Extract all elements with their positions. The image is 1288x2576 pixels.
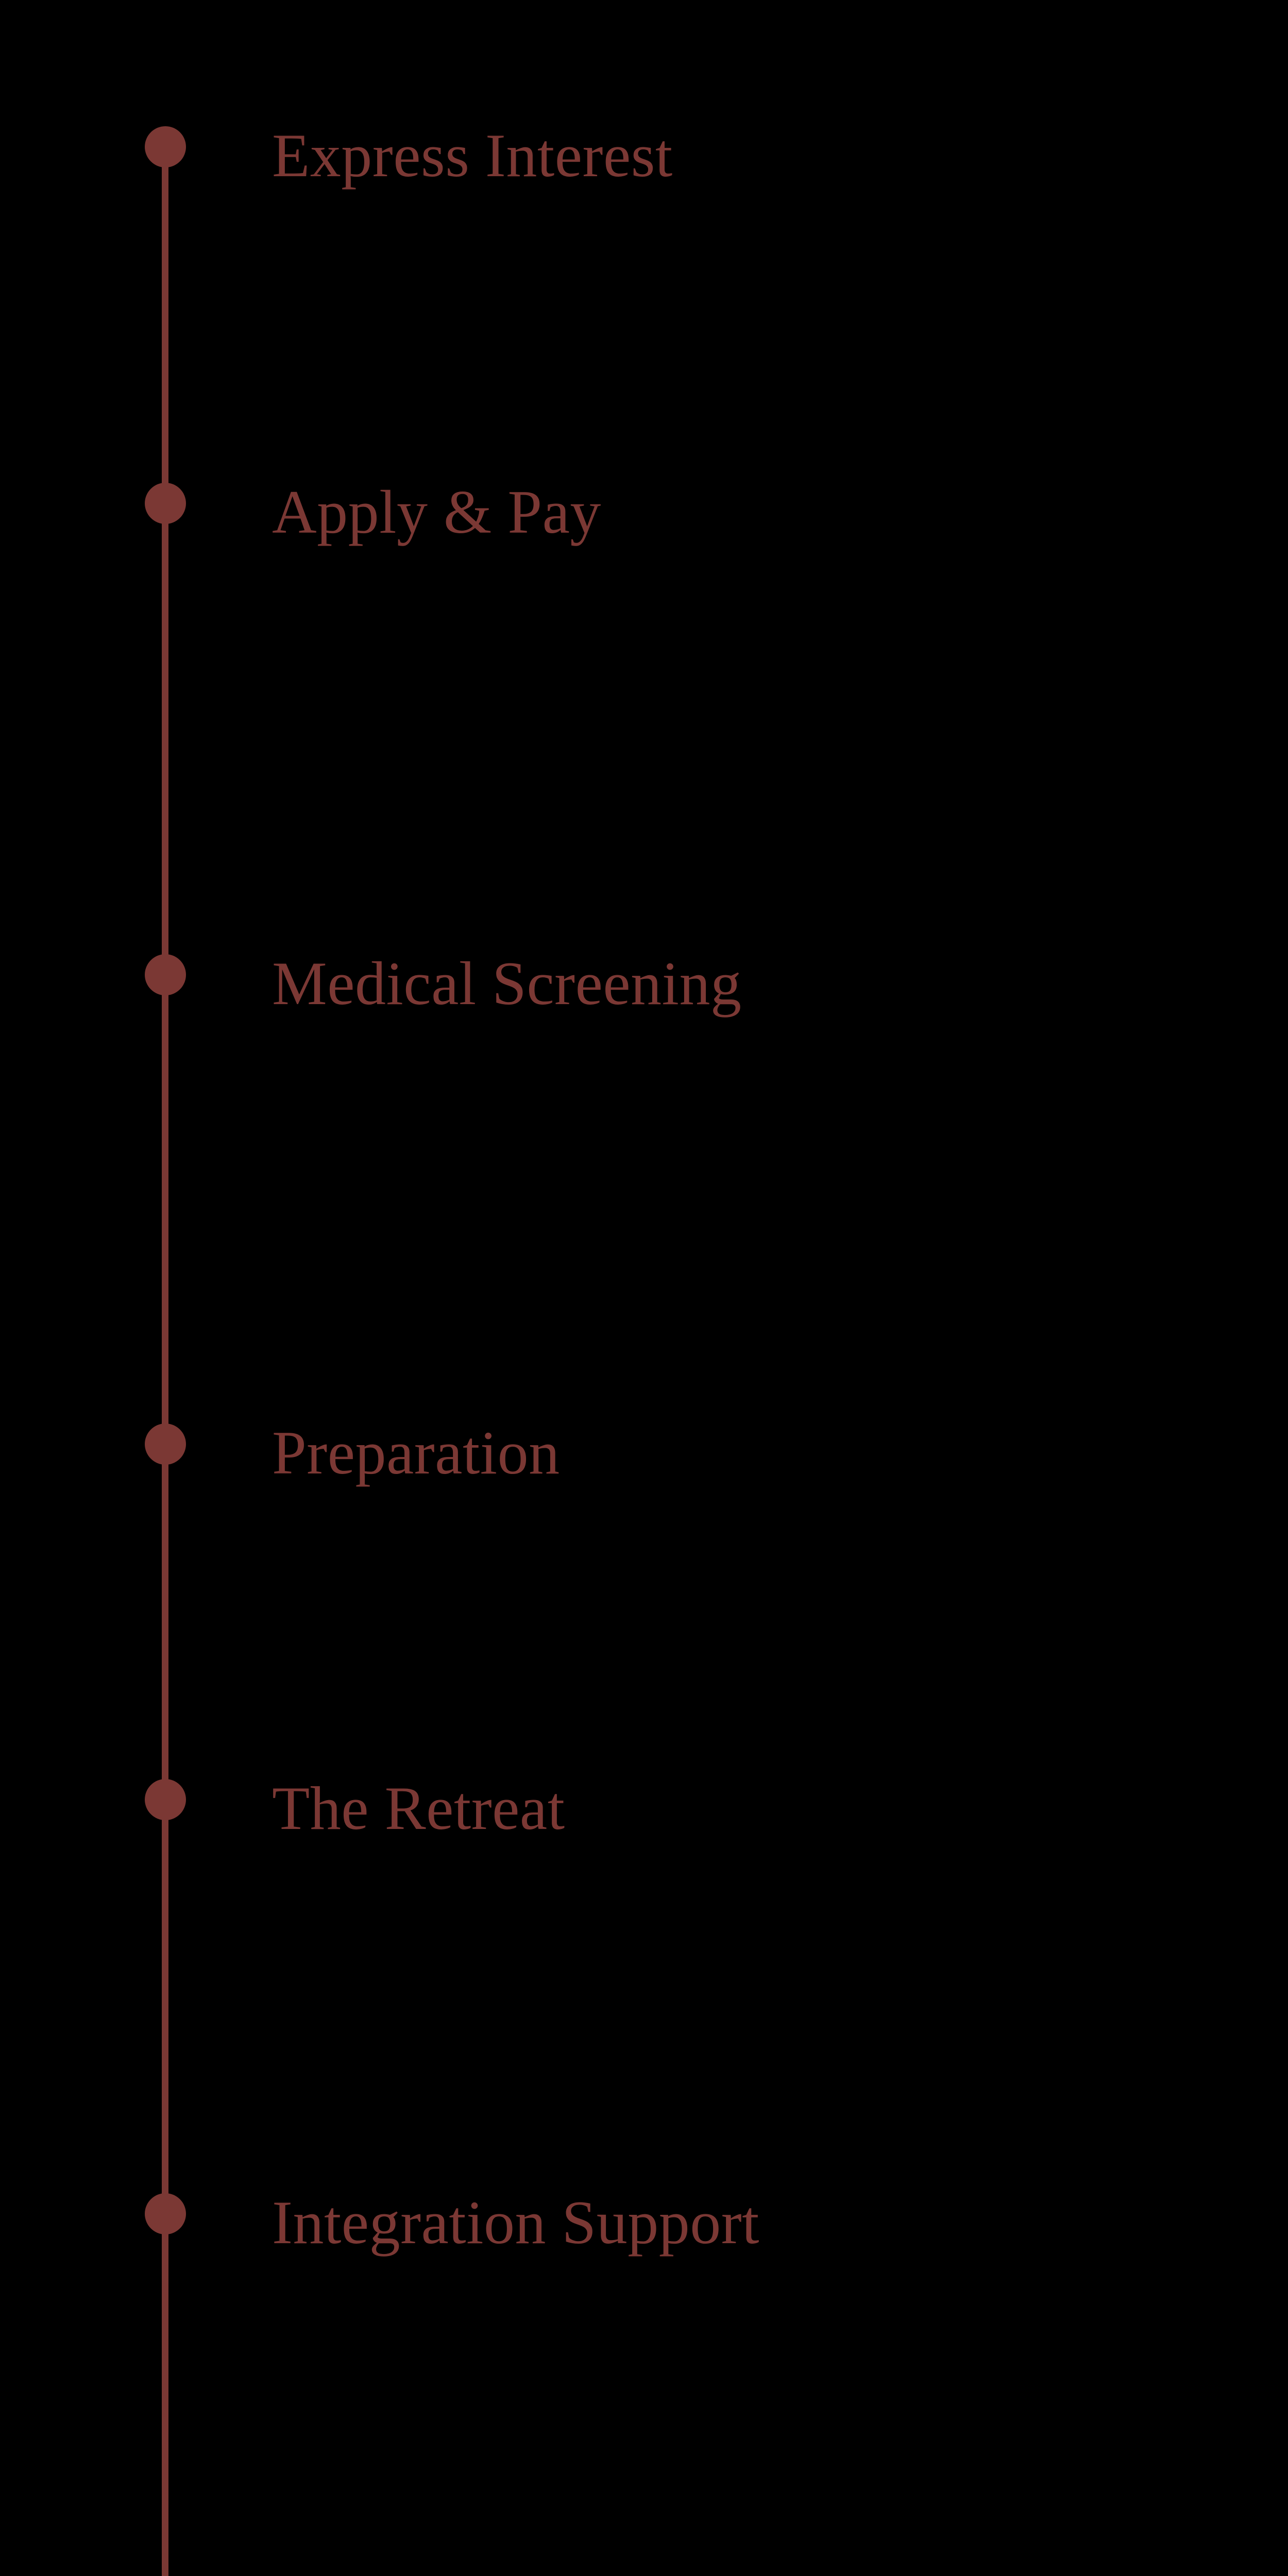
- timeline-step-label: Apply & Pay: [272, 478, 601, 546]
- timeline-node-dot: [145, 954, 186, 995]
- timeline-step-label: Preparation: [272, 1418, 560, 1487]
- timeline-step-label: Express Interest: [272, 121, 673, 190]
- timeline-step-label: Integration Support: [272, 2188, 760, 2257]
- timeline-connector-line: [162, 147, 168, 2576]
- timeline-step-label: Medical Screening: [272, 949, 742, 1018]
- timeline-node-dot: [145, 1423, 186, 1465]
- timeline-node-dot: [145, 2193, 186, 2234]
- timeline-node-dot: [145, 483, 186, 524]
- timeline-step-label: The Retreat: [272, 1774, 565, 1842]
- timeline-node-dot: [145, 126, 186, 167]
- timeline-node-dot: [145, 1779, 186, 1820]
